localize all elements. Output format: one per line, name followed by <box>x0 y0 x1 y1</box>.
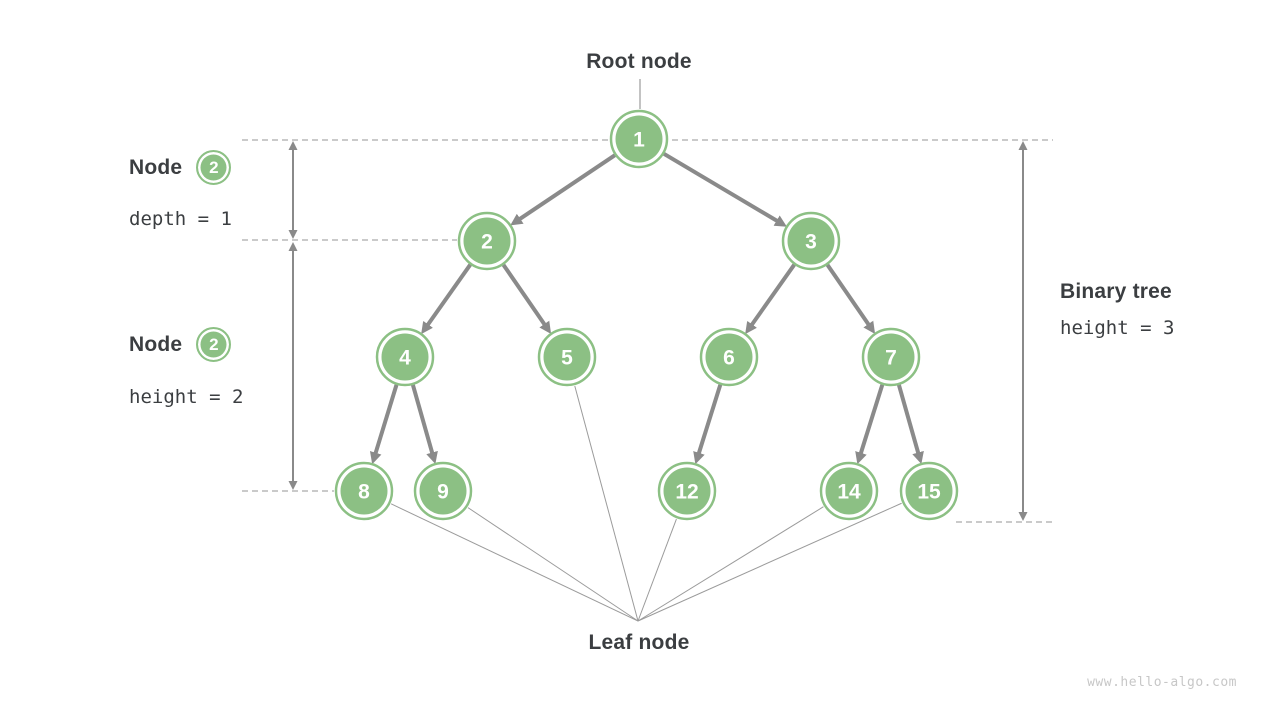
tree-node-value: 14 <box>837 481 861 504</box>
tree-node-fill <box>615 115 663 163</box>
legend-depth-node-circle: 2 <box>196 150 232 185</box>
leaf-pointer-line <box>467 507 639 622</box>
tree-edge <box>745 263 796 335</box>
legend-height-title: Node <box>129 332 183 356</box>
tree-node-value: 15 <box>917 481 941 504</box>
tree-edge <box>510 153 617 226</box>
tree-node-value: 2 <box>481 231 493 254</box>
tree-node-value: 12 <box>675 481 698 504</box>
legend-height-sub: height = 2 <box>129 386 244 408</box>
tree-node-fill <box>825 467 873 515</box>
leaf-pointer-line <box>637 502 902 622</box>
leaf-pointer-line <box>637 518 677 622</box>
tree-edge <box>896 384 924 465</box>
tree-node-fill <box>340 467 388 515</box>
legend-depth-title: Node <box>129 155 183 179</box>
tree-edge <box>421 263 472 335</box>
legend-depth-sub: depth = 1 <box>129 208 232 230</box>
watermark: www.hello-algo.com <box>1087 675 1237 690</box>
binary-tree-sub: height = 3 <box>1060 317 1175 339</box>
tree-edge <box>855 384 885 465</box>
legend-depth: Node 2 <box>129 150 232 185</box>
tree-node-fill <box>463 217 511 265</box>
root-node-label: Root node <box>586 50 692 73</box>
tree-node-value: 6 <box>723 347 735 370</box>
tree-node-value: 9 <box>437 481 449 504</box>
tree-node-fill <box>787 217 835 265</box>
tree-node-fill <box>381 333 429 381</box>
tree-node-value: 4 <box>399 347 411 370</box>
leaf-pointer-line <box>390 503 639 622</box>
leaf-pointer-line <box>637 506 824 622</box>
tree-node-fill <box>867 333 915 381</box>
tree-node-value: 1 <box>633 129 645 152</box>
tree-edge <box>693 384 723 465</box>
binary-tree-title: Binary tree <box>1060 280 1172 303</box>
leaf-node-label: Leaf node <box>588 631 690 654</box>
tree-node-fill <box>705 333 753 381</box>
tree-node-value: 8 <box>358 481 370 504</box>
legend-height: Node 2 <box>129 327 232 362</box>
tree-node-value: 3 <box>805 231 817 254</box>
legend-height-node-circle: 2 <box>196 327 232 362</box>
tree-edge <box>662 152 787 227</box>
tree-edge <box>825 263 876 334</box>
leaf-pointer-line <box>574 385 639 622</box>
tree-node-fill <box>419 467 467 515</box>
tree-node-fill <box>543 333 591 381</box>
tree-edge <box>369 384 399 465</box>
tree-edge <box>501 263 552 334</box>
tree-node-value: 5 <box>561 347 573 370</box>
tree-node-value: 7 <box>885 347 897 370</box>
tree-node-fill <box>663 467 711 515</box>
tree-node-fill <box>905 467 953 515</box>
tree-edge <box>410 384 438 465</box>
